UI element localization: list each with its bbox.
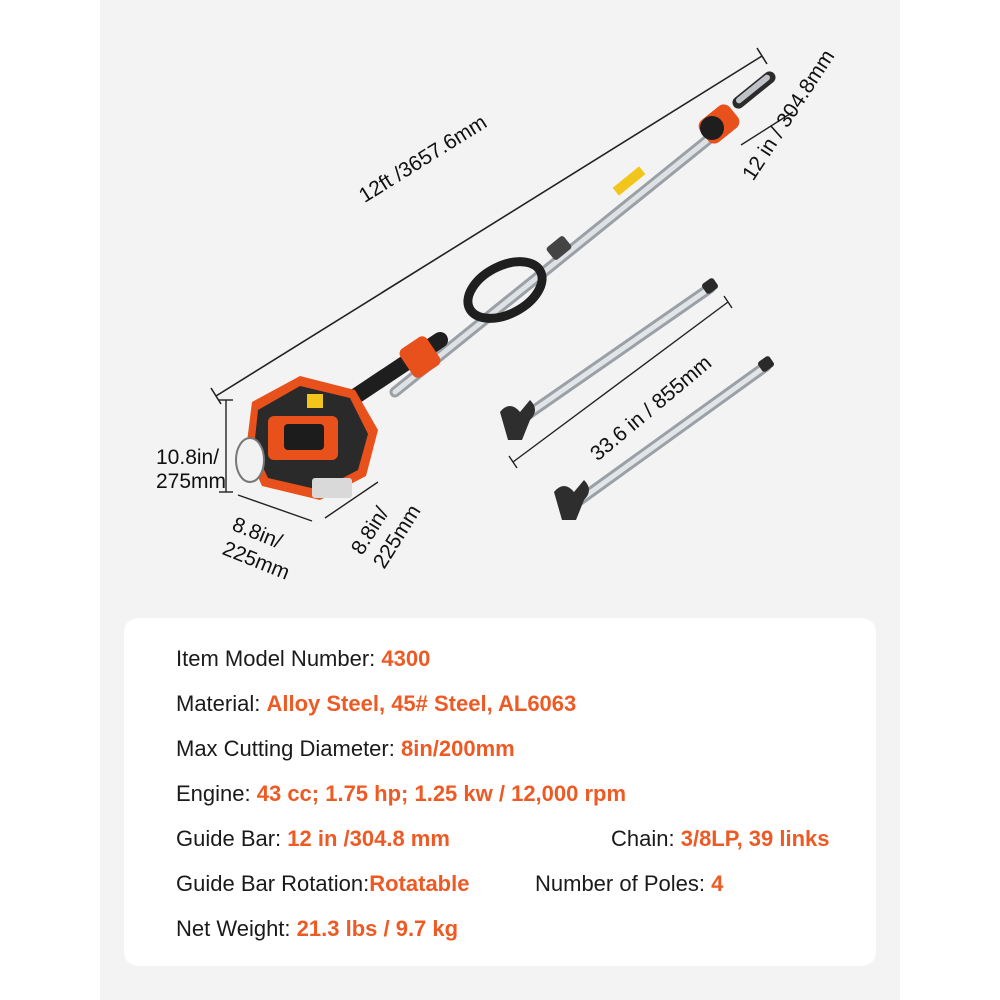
spec-guide-bar-label: Guide Bar: xyxy=(176,826,288,851)
engine-height-dimension-line xyxy=(219,399,233,493)
extension-pole-2 xyxy=(554,356,774,520)
loop-handle xyxy=(463,257,547,323)
spec-chain: Chain: 3/8LP, 39 links xyxy=(611,826,830,852)
spec-model-number-label: Item Model Number: xyxy=(176,646,382,671)
extension-pole-1 xyxy=(500,278,718,440)
spec-number-of-poles: Number of Poles: 4 xyxy=(535,871,723,897)
engine-height-label: 10.8in/ 275mm xyxy=(156,446,226,494)
spec-max-cutting-diameter-value: 8in/200mm xyxy=(400,736,515,761)
engine-width-dimension-line xyxy=(324,481,379,519)
spec-engine: Engine: 43 cc; 1.75 hp; 1.25 kw / 12,000… xyxy=(176,781,626,807)
spec-guide-bar: Guide Bar: 12 in /304.8 mm xyxy=(176,826,450,852)
spec-guide-bar-value: 12 in /304.8 mm xyxy=(287,826,450,851)
spec-chain-label: Chain: xyxy=(611,826,681,851)
product-illustration xyxy=(210,47,794,522)
total-length-dimension-line xyxy=(210,47,768,405)
spec-guide-bar-rotation-value: Rotatable xyxy=(369,871,470,896)
spec-material-value: Alloy Steel, 45# Steel, AL6063 xyxy=(266,691,577,716)
spec-max-cutting-diameter: Max Cutting Diameter: 8in/200mm xyxy=(176,736,515,762)
engine-unit xyxy=(235,376,378,500)
spec-engine-label: Engine: xyxy=(176,781,257,806)
pole-length-dimension-line xyxy=(508,295,733,469)
spec-max-cutting-diameter-label: Max Cutting Diameter: xyxy=(176,736,401,761)
spec-material: Material: Alloy Steel, 45# Steel, AL6063 xyxy=(176,691,576,717)
spec-net-weight-value: 21.3 lbs / 9.7 kg xyxy=(296,916,459,941)
main-shaft xyxy=(389,124,726,398)
spec-net-weight: Net Weight: 21.3 lbs / 9.7 kg xyxy=(176,916,458,942)
engine-depth-dimension-line xyxy=(237,494,313,522)
spec-number-of-poles-value: 4 xyxy=(711,871,724,896)
guide-bar-dimension-line xyxy=(740,111,794,146)
spec-engine-value: 43 cc; 1.75 hp; 1.25 kw / 12,000 rpm xyxy=(256,781,627,806)
spec-chain-value: 3/8LP, 39 links xyxy=(680,826,830,851)
spec-material-label: Material: xyxy=(176,691,267,716)
spec-model-number-value: 4300 xyxy=(381,646,431,671)
engine-height-metric: 275mm xyxy=(156,470,227,493)
spec-guide-bar-rotation-label: Guide Bar Rotation: xyxy=(176,871,370,896)
spec-number-of-poles-label: Number of Poles: xyxy=(535,871,712,896)
engine-height-imperial: 10.8in/ xyxy=(156,446,220,469)
spec-guide-bar-rotation: Guide Bar Rotation:Rotatable xyxy=(176,871,469,897)
spec-model-number: Item Model Number: 4300 xyxy=(176,646,430,672)
rear-grip xyxy=(342,332,448,408)
saw-head xyxy=(698,71,776,144)
specifications-card: Item Model Number: 4300 Material: Alloy … xyxy=(124,618,876,966)
spec-net-weight-label: Net Weight: xyxy=(176,916,297,941)
